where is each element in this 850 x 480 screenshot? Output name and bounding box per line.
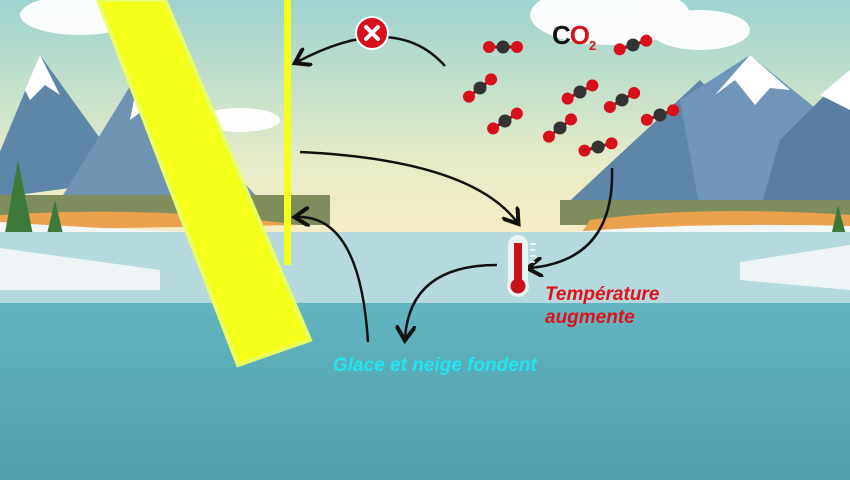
co2-subscript: 2 xyxy=(589,38,596,53)
co2-molecule-icon xyxy=(613,34,653,56)
ice-floe-left xyxy=(0,248,160,290)
thermometer-icon xyxy=(507,235,536,297)
sea xyxy=(0,303,850,480)
co2-molecule-icon xyxy=(542,113,578,143)
reflected-sun-beam xyxy=(284,0,291,265)
reflection-arrow xyxy=(297,217,370,343)
co2-molecule-icon xyxy=(640,104,680,126)
incoming-sun-beam xyxy=(95,0,313,368)
co2-to-temperature-arrow xyxy=(530,167,614,268)
sunlight-beams xyxy=(95,0,313,368)
co2-molecule-icon xyxy=(603,87,641,113)
ice-floe-right xyxy=(740,245,850,290)
co2-molecule-icon xyxy=(578,137,618,157)
co2-molecules xyxy=(462,34,680,157)
mountains-right xyxy=(560,55,850,210)
co2-label: CO2 xyxy=(552,20,596,53)
melt-label: Glace et neige fondent xyxy=(333,355,537,376)
arrows xyxy=(297,35,614,343)
co2-oxygen-letter: O xyxy=(569,20,590,50)
co2-molecule-icon xyxy=(483,40,523,54)
temperature-to-melt-arrow xyxy=(405,263,498,338)
co2-carbon-letter: C xyxy=(552,20,571,50)
co2-molecule-icon xyxy=(462,73,498,103)
co2-molecule-icon xyxy=(561,79,599,105)
temperature-label-line1: Température xyxy=(545,284,660,305)
blocked-x-icon xyxy=(355,16,389,50)
temperature-label-line2: augmente xyxy=(545,307,635,328)
trapped-heat-arrow xyxy=(299,150,517,222)
co2-molecule-icon xyxy=(487,107,523,135)
